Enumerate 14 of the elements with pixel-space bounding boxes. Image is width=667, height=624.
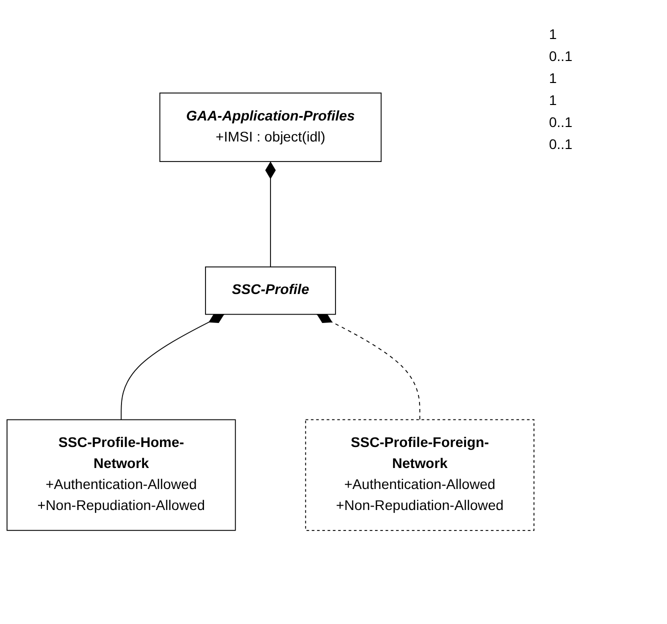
multiplicity-label: 1 xyxy=(549,70,558,86)
class-diagram: GAA-Application-Profiles +IMSI : object(idl) SSC-Profile SSC-Profile-Home-Network +Authentication-Allowed +Non-Repudiation-Allowed SSC-Profile-Foreign-Network +Authentication-Allowed +Non-Repudiation-Allowed xyxy=(0,86,541,538)
node-box xyxy=(305,420,534,532)
multiplicity-label: 0..1 xyxy=(549,48,574,64)
node-box xyxy=(205,266,336,316)
connector xyxy=(120,314,225,420)
multiplicity-label: 0..1 xyxy=(549,114,574,130)
node-box xyxy=(6,420,236,532)
connector xyxy=(316,314,420,420)
connector xyxy=(265,161,276,268)
multiplicity-label: 1 xyxy=(549,26,558,42)
multiplicity-label: 1 xyxy=(549,92,558,108)
node-box xyxy=(159,92,382,162)
multiplicity-label: 0..1 xyxy=(549,136,574,152)
